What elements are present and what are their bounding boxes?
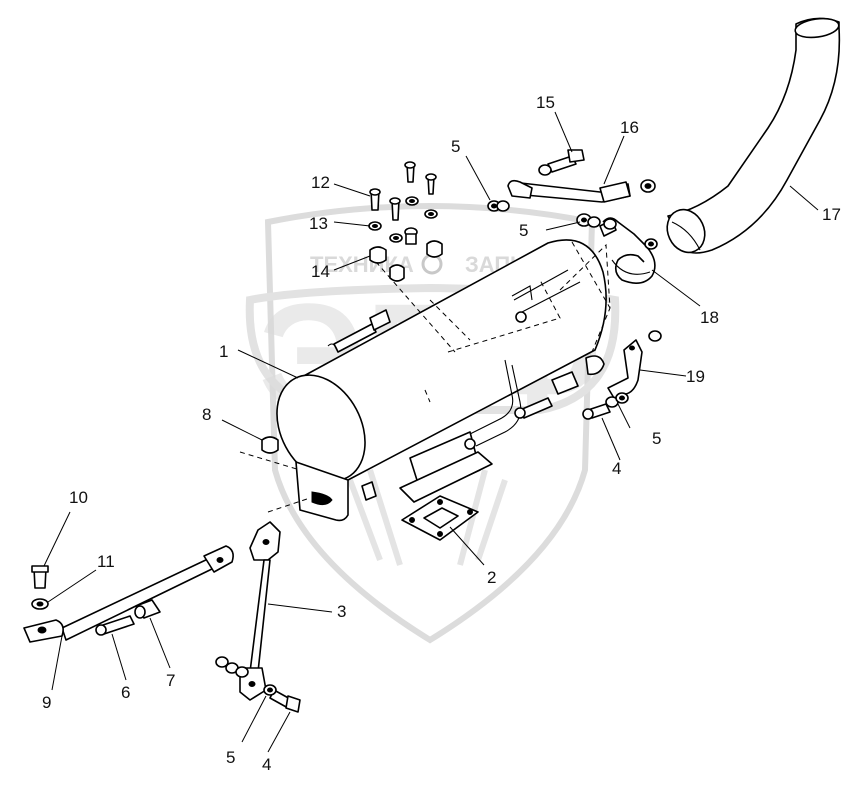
callout-5-top: 5 <box>451 137 460 156</box>
callout-19: 19 <box>686 367 705 386</box>
callout-18: 18 <box>700 308 719 327</box>
callout-4-right: 4 <box>612 459 621 478</box>
callout-15: 15 <box>536 93 555 112</box>
callout-9: 9 <box>42 693 51 712</box>
callout-5-right: 5 <box>652 429 661 448</box>
callout-1: 1 <box>219 342 228 361</box>
part-7-spacer <box>134 599 161 619</box>
part-5-washer-bottom <box>263 684 277 696</box>
part-5-washers-right <box>605 392 629 408</box>
callout-labels: 1 2 3 4 4 5 5 5 5 6 7 8 9 10 11 12 13 14… <box>42 93 841 774</box>
fastener-cluster <box>368 161 443 282</box>
callout-7: 7 <box>166 671 175 690</box>
part-4-bolt-bottom <box>269 689 301 713</box>
callout-13: 13 <box>309 214 328 233</box>
callout-5-bottom: 5 <box>226 748 235 767</box>
callout-3: 3 <box>337 602 346 621</box>
part-11-washer <box>31 598 49 610</box>
part-8-nut <box>261 436 279 454</box>
part-17-exhaust-pipe <box>666 17 841 254</box>
callout-2: 2 <box>487 568 496 587</box>
part-4-bolt-right <box>582 403 611 420</box>
part-10-bolt <box>31 565 49 589</box>
callout-12: 12 <box>311 173 330 192</box>
part-2-gasket <box>401 495 479 541</box>
callout-14: 14 <box>311 262 330 281</box>
leader-lines <box>43 111 819 753</box>
part-1-muffler <box>276 239 607 522</box>
part-3-stay <box>215 521 281 701</box>
side-bolt <box>514 397 553 419</box>
part-18-clamp <box>599 217 658 284</box>
assembly-lines <box>239 241 611 513</box>
part-5-washers-upper <box>487 200 601 228</box>
callout-4-bottom: 4 <box>262 755 271 774</box>
callout-10: 10 <box>69 488 88 507</box>
callout-17: 17 <box>822 205 841 224</box>
callout-5-mid: 5 <box>519 221 528 240</box>
callout-6: 6 <box>121 683 130 702</box>
callout-8: 8 <box>202 405 211 424</box>
watermark-gear-icon <box>421 253 443 275</box>
part-16-strap <box>507 179 656 203</box>
part-15-bolt <box>538 149 585 176</box>
callout-11: 11 <box>97 552 115 571</box>
callout-16: 16 <box>620 118 639 137</box>
part-6-bolt <box>95 615 135 636</box>
part-9-bracket <box>23 545 234 643</box>
